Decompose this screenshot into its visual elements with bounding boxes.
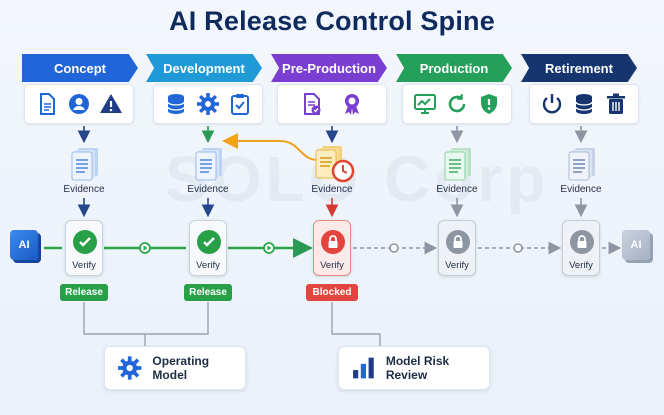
check-icon (73, 230, 97, 254)
evidence-label-5: Evidence (560, 184, 602, 195)
production-icon-card (402, 84, 512, 124)
stage-retirement: Retirement (521, 54, 637, 82)
verify-gate-4[interactable]: Verify (438, 220, 476, 276)
verify-gate-3[interactable]: Verify (313, 220, 351, 276)
stage-production: Production (396, 54, 512, 82)
check-icon (197, 230, 221, 254)
stage-label: Development (163, 60, 245, 76)
stage-label: Pre-Production (282, 60, 376, 76)
evidence-label-1: Evidence (63, 184, 105, 195)
database-icon (575, 94, 593, 114)
verify-label: Verify (196, 260, 220, 271)
evidence-stack-4 (444, 148, 471, 181)
evidence-stack-2 (195, 148, 222, 181)
verify-gate-1[interactable]: Verify (65, 220, 103, 276)
spine-node-4 (513, 243, 523, 253)
lock-icon (321, 230, 345, 254)
trash-icon (607, 93, 625, 114)
verify-label: Verify (445, 260, 469, 271)
stage-development: Development (146, 54, 262, 82)
development-icon-card (153, 84, 263, 124)
evidence-label-3: Evidence (311, 184, 353, 195)
evidence-label-2: Evidence (187, 184, 229, 195)
monitor-chart-icon (414, 94, 436, 114)
status-badge-release-1: Release (60, 284, 108, 301)
connector-model-risk (331, 302, 381, 346)
ai-source-cube: AI (10, 230, 38, 260)
lock-icon (570, 230, 594, 254)
concept-icon-card (24, 84, 134, 124)
gear-icon (118, 356, 142, 380)
retirement-icon-card (529, 84, 639, 124)
page-title: AI Release Control Spine (169, 6, 495, 36)
ai-target-label: AI (630, 239, 642, 251)
model-risk-review-card[interactable]: Model Risk Review (338, 346, 490, 390)
gear-icon (197, 93, 219, 115)
verify-label: Verify (569, 260, 593, 271)
stage-concept: Concept (22, 54, 138, 82)
operating-model-label: Operating Model (152, 354, 210, 382)
ai-source-label: AI (18, 239, 30, 251)
evidence-stack-5 (568, 148, 595, 181)
shield-icon (481, 94, 497, 114)
ai-target-cube: AI (622, 230, 650, 260)
verify-gate-2[interactable]: Verify (189, 220, 227, 276)
badge-icon (345, 94, 359, 115)
spine-node-3 (389, 243, 399, 253)
refresh-icon (448, 94, 466, 113)
preproduction-icon-card (277, 84, 387, 124)
bar-chart-icon (353, 357, 374, 379)
verify-label: Verify (320, 260, 344, 271)
stage-label: Concept (54, 60, 106, 76)
power-icon (542, 94, 562, 114)
stage-label: Production (419, 60, 489, 76)
evidence-stack-1 (71, 148, 98, 181)
status-badge-release-2: Release (184, 284, 232, 301)
evidence-stack-3 (315, 146, 355, 183)
document-icon (40, 93, 55, 115)
warning-icon (100, 94, 122, 113)
verify-label: Verify (72, 260, 96, 271)
feedback-arrow (222, 133, 319, 161)
status-badge-blocked: Blocked (306, 284, 358, 301)
operating-model-card[interactable]: Operating Model (104, 346, 246, 390)
verify-gate-5[interactable]: Verify (562, 220, 600, 276)
stage-preproduction: Pre-Production (271, 54, 387, 82)
evidence-label-4: Evidence (436, 184, 478, 195)
model-risk-review-label: Model Risk Review (385, 354, 450, 382)
user-icon (69, 94, 89, 114)
lock-icon (446, 230, 470, 254)
clipboard-check-icon (231, 94, 249, 115)
stage-label: Retirement (545, 60, 613, 76)
connector-operating-model (83, 302, 146, 346)
connector-operating-model-2 (145, 302, 209, 335)
watermark: SOLO Corp (165, 143, 550, 215)
document-check-icon (304, 93, 321, 115)
database-icon (167, 94, 185, 114)
